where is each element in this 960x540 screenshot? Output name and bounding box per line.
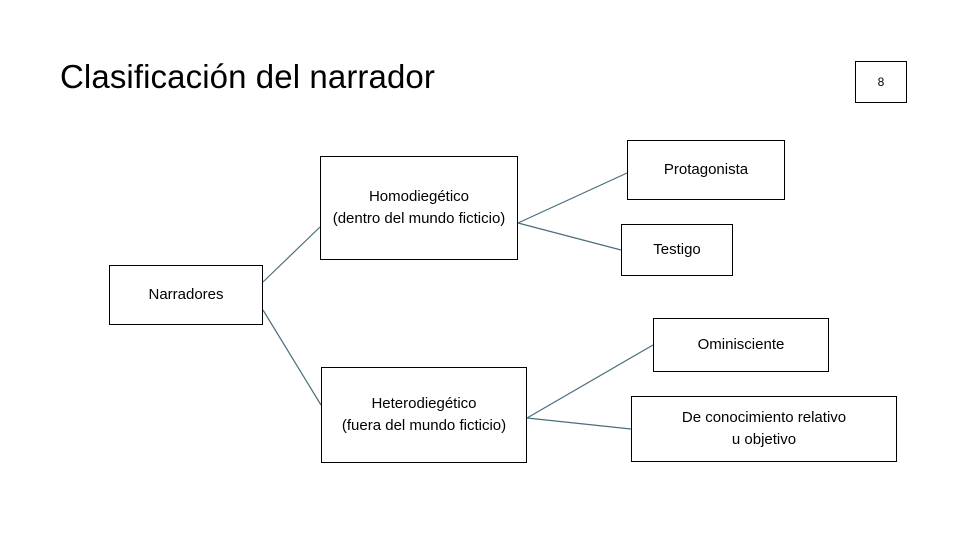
page-number-label: 8 (877, 75, 885, 89)
node-homodiegetico-label: Homodiegético (368, 188, 470, 206)
node-narradores-label: Narradores (148, 286, 224, 304)
edge-narradores-homodiegetico (262, 226, 321, 283)
edge-heterodiegetico-conocimiento (526, 417, 632, 430)
page-number-badge: 8 (855, 61, 907, 103)
node-narradores[interactable]: Narradores (109, 265, 263, 325)
node-conocimiento-sublabel: u objetivo (731, 431, 797, 448)
node-heterodiegetico-label: Heterodiegético (371, 395, 477, 413)
node-homodiegetico-sublabel: (dentro del mundo ficticio) (332, 210, 506, 227)
node-heterodiegetico[interactable]: Heterodiegético (fuera del mundo fictici… (321, 367, 527, 463)
node-testigo[interactable]: Testigo (621, 224, 733, 276)
node-heterodiegetico-sublabel: (fuera del mundo ficticio) (341, 417, 507, 434)
edge-homodiegetico-protagonista (517, 172, 628, 224)
node-protagonista[interactable]: Protagonista (627, 140, 785, 200)
edge-narradores-heterodiegetico (262, 309, 322, 406)
node-homodiegetico[interactable]: Homodiegético (dentro del mundo ficticio… (320, 156, 518, 260)
page-title: Clasificación del narrador (60, 58, 435, 95)
node-conocimiento[interactable]: De conocimiento relativo u objetivo (631, 396, 897, 462)
node-conocimiento-label: De conocimiento relativo (681, 409, 847, 427)
node-ominisciente-label: Ominisciente (697, 336, 785, 354)
node-ominisciente[interactable]: Ominisciente (653, 318, 829, 372)
edge-homodiegetico-testigo (517, 222, 622, 251)
node-protagonista-label: Protagonista (663, 161, 749, 179)
node-testigo-label: Testigo (653, 241, 701, 259)
